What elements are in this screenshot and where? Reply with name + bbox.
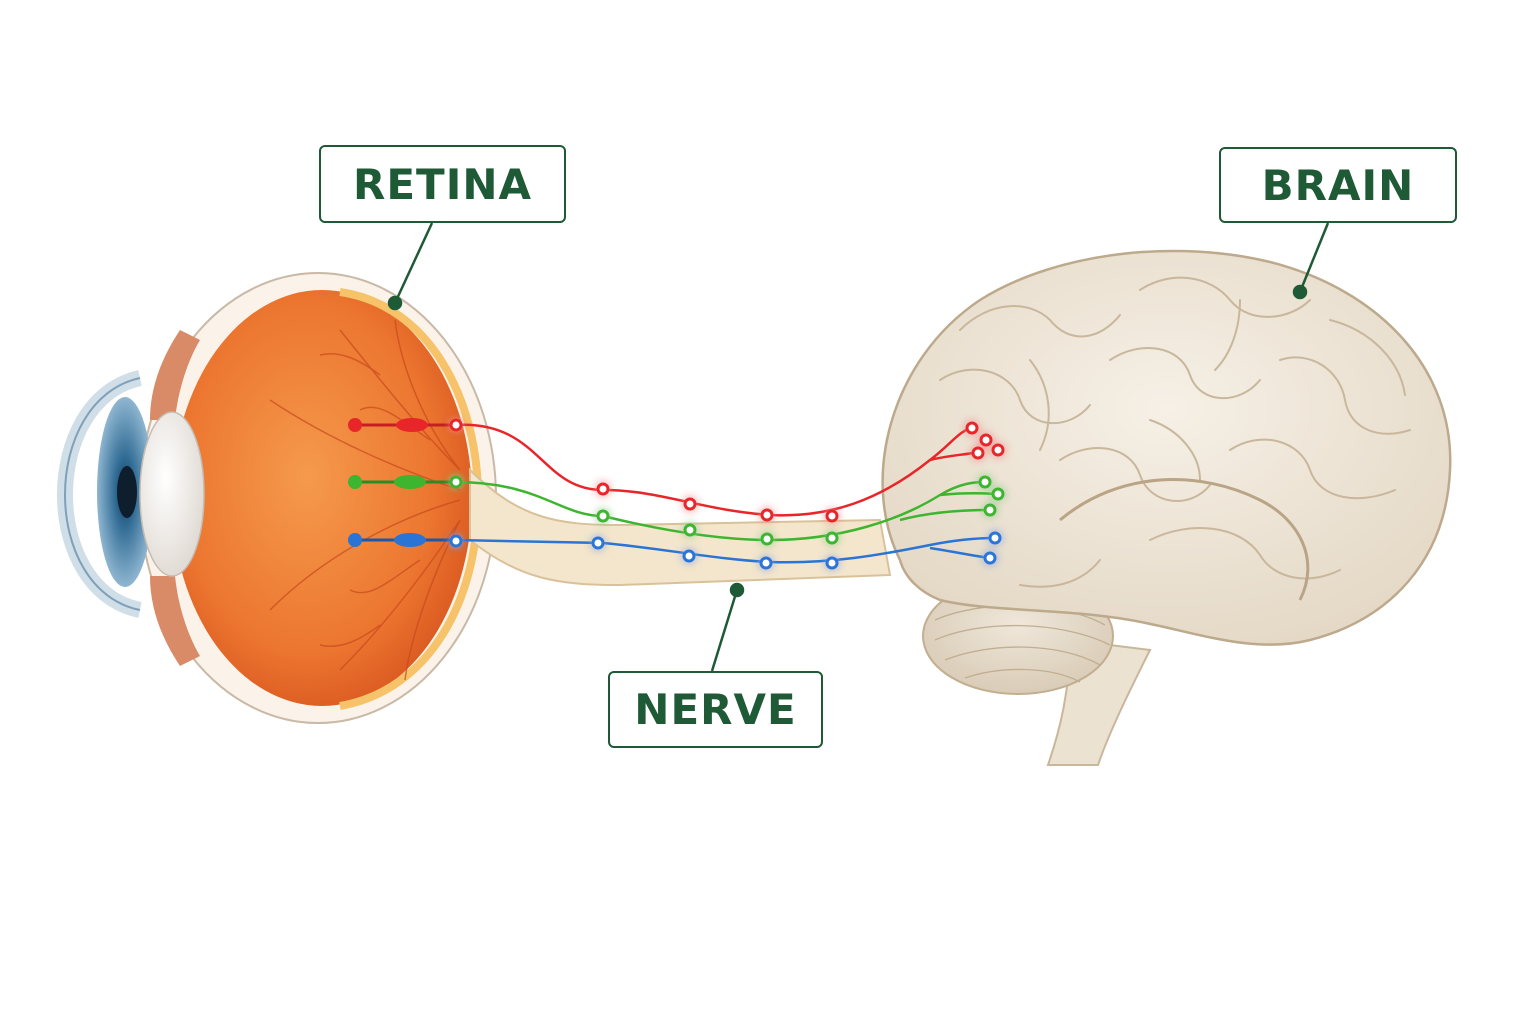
nerve-label-text: NERVE [634,685,797,734]
nerve-leader-line [710,589,739,672]
brain-label-text: BRAIN [1261,160,1415,210]
photoreceptor-blue [348,533,455,547]
cornea-outline [64,377,141,611]
optic-nerve [469,467,892,587]
brain-label: BRAIN [1219,147,1457,223]
brain-leader-dot [1292,284,1308,300]
ciliary-body [150,330,200,420]
retina-label-text: RETINA [353,159,532,209]
retina-leader-dot [387,295,403,311]
eye-globe [172,290,472,706]
photoreceptor-green [348,475,455,489]
photoreceptor-red [348,418,455,432]
leader-lines [387,222,1330,672]
nerve-label: NERVE [608,671,823,748]
cerebrum [881,249,1452,646]
pupil [117,466,137,518]
brain [881,249,1452,766]
signal-nodes-blue [449,531,1002,570]
brain-leader-line [1298,222,1330,293]
retina-leader-line [393,222,434,304]
nerve-leader-dot [729,582,745,598]
signal-nodes-green [449,475,1005,546]
ciliary-body-lower [150,576,200,666]
lens [139,411,205,577]
eye [57,272,497,724]
signal-nodes-red [449,418,1005,523]
lateral-fissure [1059,478,1310,601]
brain-gyri [939,276,1411,588]
signal-path-green [454,480,996,542]
retina-label: RETINA [319,145,566,223]
